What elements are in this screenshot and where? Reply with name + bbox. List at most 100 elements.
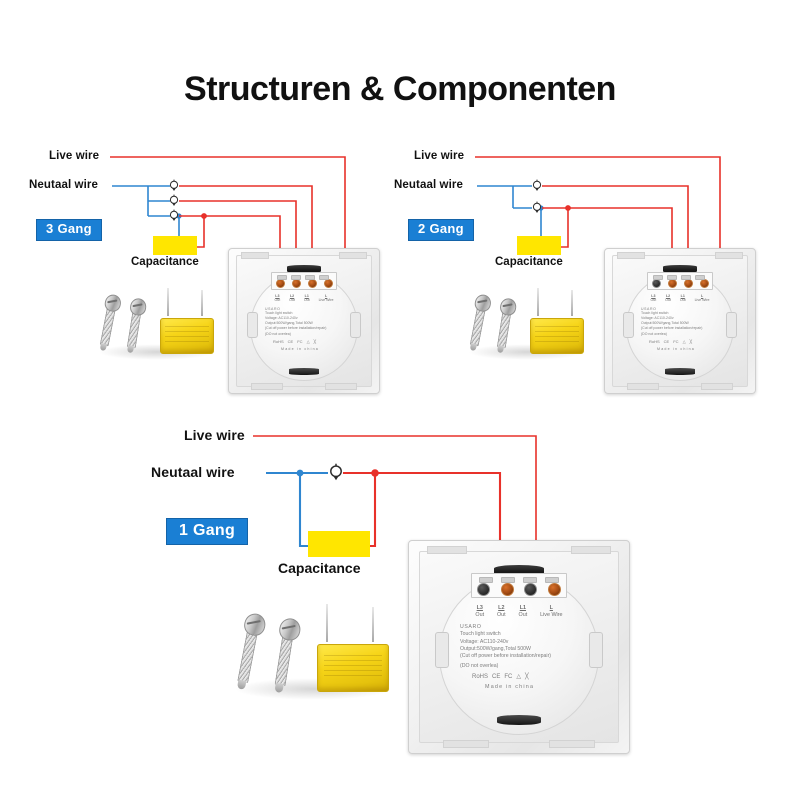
three-gang-wiring	[110, 156, 346, 265]
made-in-label: Made in china	[485, 684, 535, 691]
terminal-caption-l2: L2 Out	[496, 605, 506, 618]
lamp-symbol	[169, 209, 179, 222]
page-title: Structuren & Componenten	[184, 70, 616, 108]
module-spec-text: USARO Touch light switch Voltage: AC110-…	[265, 307, 326, 337]
film-capacitor	[526, 288, 584, 354]
terminal-hole-l1[interactable]	[524, 582, 538, 596]
capacitor-symbol	[153, 236, 197, 255]
rohs-icon: RoHS	[273, 338, 284, 344]
module-warning: (Cut off power before installation/repai…	[460, 652, 552, 659]
terminal-captions: L3 Out L2 Out L1 Out L Live Wire	[469, 605, 569, 617]
weee-bin-icon: ╳	[313, 338, 317, 344]
switch-panel-three-gang[interactable]: L3 Out L2 Out L1 Out L Live Wire USARO T…	[228, 248, 380, 394]
module-voltage: Voltage: AC110-240v	[265, 316, 298, 321]
fcc-icon: FC	[504, 674, 513, 681]
one-gang-neutral-wire-label: Neutaal wire	[151, 464, 235, 480]
module-brand: USARO	[265, 306, 281, 311]
made-in-label: Made in china	[281, 346, 319, 351]
terminal-hole-l[interactable]	[547, 582, 561, 596]
two-gang-neutral-wire-label: Neutaal wire	[394, 179, 463, 191]
certification-row: RoHS CE FC △ ╳	[472, 674, 529, 680]
one-gang-badge: 1 Gang	[166, 518, 249, 546]
terminal-hole-l2[interactable]	[291, 278, 301, 288]
house-mark-icon: △	[682, 338, 686, 344]
terminal-caption-l2: L2 Out	[665, 293, 671, 302]
panel-notch	[627, 383, 659, 390]
mechanism-tab	[623, 311, 634, 338]
switch-panel-two-gang[interactable]: L3 Out L2 Out L1 Out L Live Wire USARO T…	[604, 248, 756, 394]
terminal-hole-l2[interactable]	[500, 582, 514, 596]
panel-notch	[617, 252, 645, 259]
lamp-symbol	[169, 194, 179, 207]
made-in-label: Made in china	[657, 346, 695, 351]
certification-row: RoHS CE FC △ ╳	[273, 338, 317, 344]
terminal-caption-l: L Live Wire	[540, 605, 563, 618]
mounting-clip-bottom	[289, 368, 319, 375]
terminal-caption-l1: L1 Out	[303, 293, 310, 302]
film-capacitor	[312, 604, 390, 692]
terminal-hole-l3[interactable]	[275, 278, 285, 288]
house-mark-icon: △	[516, 674, 521, 681]
ce-icon: CE	[287, 338, 294, 344]
terminal-block[interactable]	[471, 573, 567, 599]
module-spec-text: USARO Touch light switch Voltage: AC110-…	[641, 307, 702, 337]
module-voltage: Voltage: AC110-240v	[641, 316, 674, 321]
terminal-captions: L3 Out L2 Out L1 Out L Live Wire	[646, 294, 714, 302]
terminal-captions: L3 Out L2 Out L1 Out L Live Wire	[270, 294, 338, 302]
module-product: Touch light switch	[641, 311, 669, 316]
terminal-hole-l3[interactable]	[477, 582, 491, 596]
terminal-hole-l[interactable]	[699, 278, 709, 288]
mounting-clip-top	[663, 265, 697, 273]
module-warning: (Cut off power before installation/repai…	[641, 325, 703, 330]
terminal-caption-l1: L1 Out	[518, 605, 528, 618]
panel-notch	[251, 383, 283, 390]
mounting-clip-bottom	[497, 715, 541, 725]
three-gang-badge: 3 Gang	[36, 219, 102, 241]
module-output: Output:500W/gang,Total 500W	[265, 320, 313, 325]
lamp-symbol	[532, 201, 542, 214]
terminal-block[interactable]	[647, 271, 713, 290]
mechanism-tab	[350, 311, 361, 338]
two-gang-wiring	[475, 156, 721, 265]
module-product: Touch light switch	[265, 311, 293, 316]
rohs-icon: RoHS	[649, 338, 660, 344]
three-gang-live-wire-label: Live wire	[49, 150, 100, 162]
one-gang-wiring	[253, 435, 537, 565]
terminal-hole-l[interactable]	[323, 278, 333, 288]
three-gang-neutral-wire-label: Neutaal wire	[29, 179, 98, 191]
terminal-hole-l3[interactable]	[651, 278, 661, 288]
terminal-block[interactable]	[271, 271, 337, 290]
panel-notch	[339, 252, 367, 259]
terminal-hole-l1[interactable]	[307, 278, 317, 288]
module-note: (DO not overlea)	[460, 662, 499, 669]
module-brand: USARO	[460, 624, 482, 631]
terminal-caption-l3: L3 Out	[274, 293, 281, 302]
panel-notch	[715, 252, 743, 259]
ce-icon: CE	[663, 338, 670, 344]
terminal-hole-l1[interactable]	[683, 278, 693, 288]
one-gang-capacitance-label: Capacitance	[278, 560, 361, 576]
module-spec-text: USARO Touch light switch Voltage: AC110-…	[460, 624, 551, 669]
switch-mechanism: L3 Out L2 Out L1 Out L Live Wire USARO T…	[623, 271, 737, 381]
terminal-caption-l3: L3 Out	[650, 293, 657, 302]
lamp-symbol	[330, 462, 342, 481]
terminal-caption-l: L Live Wire	[318, 293, 334, 302]
fcc-icon: FC	[297, 338, 303, 344]
switch-mechanism: L3 Out L2 Out L1 Out L Live Wire USARO T…	[247, 271, 361, 381]
panel-notch	[701, 383, 733, 390]
live-junction-dot	[201, 213, 207, 219]
terminal-caption-l2: L2 Out	[289, 293, 295, 302]
live-junction-dot	[565, 205, 571, 211]
switch-panel-one-gang[interactable]: L3 Out L2 Out L1 Out L Live Wire USARO T…	[408, 540, 630, 754]
hardware-group-three-gang	[96, 288, 216, 360]
lamp-symbol	[532, 179, 542, 192]
hardware-group-two-gang	[466, 288, 586, 360]
module-output: Output:500W/gang,Total 500W	[460, 645, 531, 652]
mechanism-tab	[726, 311, 737, 338]
terminal-hole-l2[interactable]	[667, 278, 677, 288]
mounting-clip-bottom	[665, 368, 695, 375]
module-brand: USARO	[641, 306, 657, 311]
module-note: (DO not overlea)	[265, 332, 291, 337]
weee-bin-icon: ╳	[524, 674, 529, 681]
